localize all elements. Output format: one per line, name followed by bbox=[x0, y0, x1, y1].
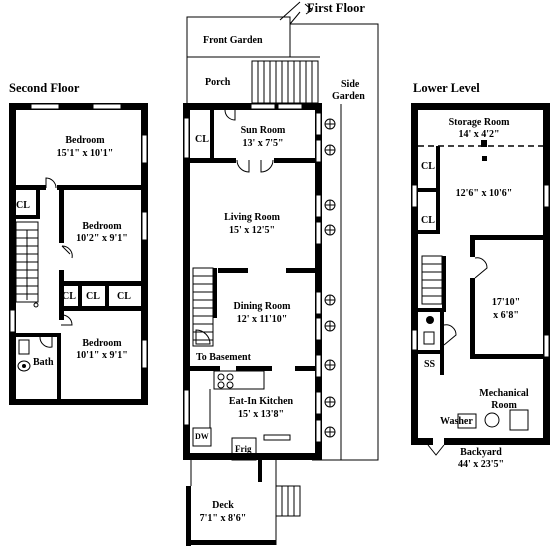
porch-label: Porch bbox=[205, 77, 231, 88]
living-room-dims: 15' x 12'5" bbox=[228, 225, 276, 236]
second-closet-1-label: CL bbox=[16, 200, 30, 211]
kitchen-name: Eat-In Kitchen bbox=[228, 396, 294, 407]
sun-room-name: Sun Room bbox=[240, 125, 286, 136]
lower-main-room-dims: 12'6" x 10'6" bbox=[455, 188, 513, 199]
storage-room-dims: 14' x 4'2" bbox=[458, 129, 500, 140]
second-bedroom-2-dims: 10'2" x 9'1" bbox=[76, 233, 128, 244]
side-garden-label-line2: Garden bbox=[332, 91, 365, 102]
deck-dims: 7'1" x 8'6" bbox=[199, 513, 247, 524]
backyard-dims: 44' x 23'5" bbox=[457, 459, 505, 470]
living-room-name: Living Room bbox=[224, 212, 280, 223]
second-bedroom-2-name: Bedroom bbox=[82, 221, 122, 232]
second-bedroom-3-dims: 10'1" x 9'1" bbox=[76, 350, 128, 361]
mechanical-room-name-line2: Room bbox=[491, 400, 517, 411]
storage-room-name: Storage Room bbox=[448, 117, 510, 128]
second-floor-plan bbox=[9, 103, 148, 405]
lower-room-dims-line1: 17'10" bbox=[491, 297, 521, 308]
front-garden-label: Front Garden bbox=[203, 35, 263, 46]
first-closet-label: CL bbox=[195, 134, 209, 145]
sun-room-dims: 13' x 7'5" bbox=[242, 138, 284, 149]
backyard-name: Backyard bbox=[460, 447, 502, 458]
lower-room-dims-line2: x 6'8" bbox=[493, 310, 519, 321]
second-bath-label: Bath bbox=[33, 357, 54, 368]
second-closet-4-label: CL bbox=[117, 291, 131, 302]
second-floor-title: Second Floor bbox=[9, 81, 80, 95]
second-bedroom-1-dims: 15'1" x 10'1" bbox=[56, 148, 114, 159]
second-bedroom-3-name: Bedroom bbox=[82, 338, 122, 349]
deck-name: Deck bbox=[212, 500, 234, 511]
first-floor-plan bbox=[183, 1, 379, 546]
side-garden-label-line1: Side bbox=[341, 79, 360, 90]
washer-label: Washer bbox=[440, 416, 473, 427]
fridge-label: Frig bbox=[235, 444, 252, 454]
lower-closet-1-label: CL bbox=[421, 161, 435, 172]
dining-room-name: Dining Room bbox=[233, 301, 291, 312]
lower-level-title: Lower Level bbox=[413, 81, 480, 95]
ss-label: SS bbox=[424, 359, 436, 370]
lower-level-plan bbox=[411, 103, 550, 456]
second-closet-3-label: CL bbox=[86, 291, 100, 302]
to-basement-label: To Basement bbox=[196, 352, 251, 363]
first-floor-title: First Floor bbox=[307, 1, 365, 15]
second-closet-2-label: CL bbox=[62, 291, 76, 302]
dining-room-dims: 12' x 11'10" bbox=[236, 314, 288, 325]
mechanical-room-name-line1: Mechanical bbox=[479, 388, 529, 399]
lower-closet-2-label: CL bbox=[421, 215, 435, 226]
second-bedroom-1-name: Bedroom bbox=[65, 135, 105, 146]
dishwasher-label: DW bbox=[195, 432, 209, 441]
kitchen-dims: 15' x 13'8" bbox=[237, 409, 285, 420]
